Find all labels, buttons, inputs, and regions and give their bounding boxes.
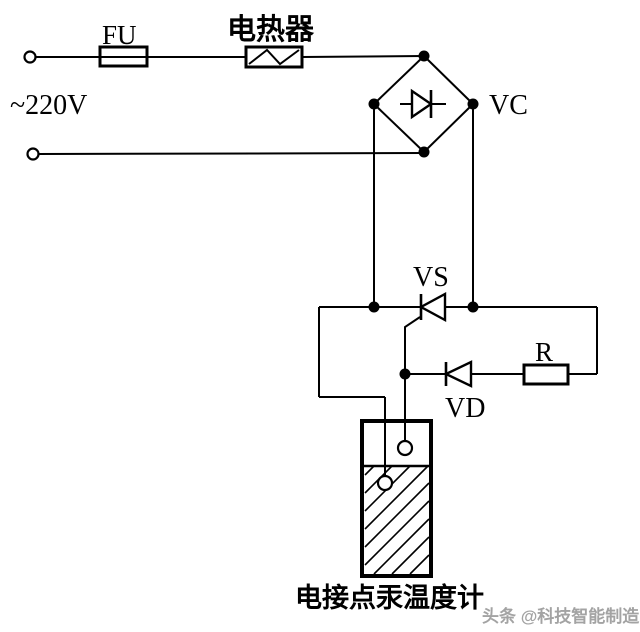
bridge-edge	[423, 103, 474, 153]
fuse-label: FU	[102, 20, 137, 50]
watermark: 头条 @科技智能制造	[482, 606, 640, 626]
thermometer: 电接点汞温度计	[295, 374, 484, 613]
supply-voltage-label: ~220V	[10, 90, 87, 121]
dc-bus	[373, 104, 474, 307]
heater-zigzag-icon	[248, 48, 300, 66]
bridge-diode-icon	[410, 88, 434, 120]
resistor-symbol-icon	[522, 363, 570, 386]
fuse: FU	[98, 20, 149, 68]
thyristor-triangle-icon	[418, 291, 447, 323]
thermometer-label: 电接点汞温度计	[295, 582, 484, 613]
freewheel-diode: VD	[443, 360, 485, 424]
control-loop	[318, 301, 598, 398]
diode-label: VD	[445, 393, 485, 424]
thyristor-label: VS	[413, 262, 449, 293]
supply-terminal-bottom-icon	[26, 147, 40, 161]
fuse-symbol-icon	[98, 45, 149, 68]
heater: 电热器	[227, 13, 315, 69]
thermometer-body-icon	[360, 419, 433, 578]
lower-contact-icon	[376, 474, 394, 492]
bridge-edge	[373, 55, 425, 105]
thyristor-gate-wire	[404, 316, 421, 374]
bridge-edge	[423, 55, 474, 105]
junction-dot	[368, 301, 380, 313]
power-supply: ~220V	[10, 50, 425, 161]
supply-terminal-top-icon	[23, 50, 37, 64]
upper-contact-icon	[396, 439, 414, 457]
junction-dot	[418, 50, 430, 62]
wire-bottom	[37, 152, 425, 155]
resistor: R	[522, 337, 570, 386]
wire-top-right	[301, 55, 425, 58]
thyristor: VS	[404, 262, 449, 374]
mercury-hatch-icon	[364, 465, 430, 575]
bridge-edge	[373, 103, 425, 153]
bridge-rectifier: VC	[368, 50, 528, 158]
heater-label: 电热器	[227, 13, 315, 46]
junction-dot	[418, 146, 430, 158]
resistor-label: R	[535, 337, 553, 367]
junction-dot	[467, 301, 479, 313]
rectifier-label: VC	[489, 90, 528, 121]
diode-triangle-icon	[443, 360, 473, 388]
